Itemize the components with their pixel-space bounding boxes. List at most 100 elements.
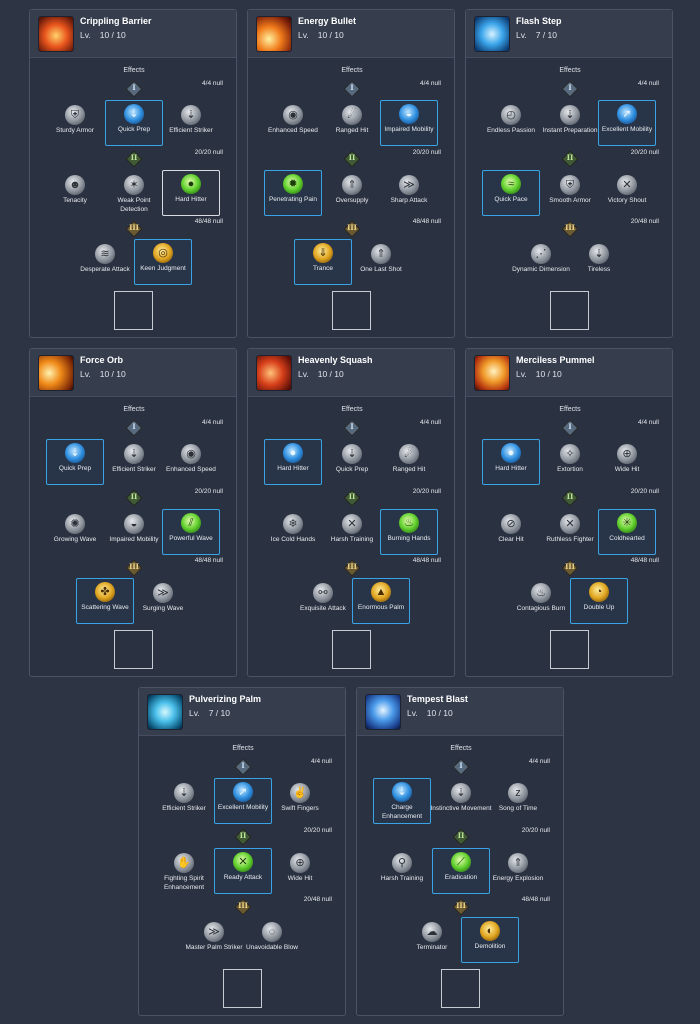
tripod-option[interactable]: ✌Swift Fingers <box>271 779 329 825</box>
double-up-icon: ◔ <box>589 582 609 602</box>
rune-slot[interactable] <box>332 291 371 330</box>
rune-slot[interactable] <box>550 291 589 330</box>
skill-card: Crippling Barrier Lv.10 / 10 Effects I 4… <box>29 9 237 338</box>
tripod-option[interactable]: ☻Tenacity <box>46 171 104 217</box>
tripod-option-selected[interactable]: ✹Penetrating Pain <box>264 170 322 216</box>
tier-2-count: 20/20 null <box>303 827 332 834</box>
skill-name: Crippling Barrier <box>80 16 152 26</box>
tripod-option[interactable]: ⇣Efficient Striker <box>155 779 213 825</box>
tripod-option[interactable]: ⇑One Last Shot <box>352 240 410 286</box>
rune-slot[interactable] <box>114 630 153 669</box>
tripod-option-selected[interactable]: ●Hard Hitter <box>162 170 220 216</box>
skill-header: Energy Bullet Lv.10 / 10 <box>248 10 454 58</box>
tripod-option[interactable]: ⇣Efficient Striker <box>162 101 220 147</box>
skill-card: Tempest Blast Lv.10 / 10 Effects I 4/4 n… <box>356 687 564 1016</box>
tripod-option-selected[interactable]: ▲Enormous Palm <box>352 578 410 624</box>
tripod-option-selected[interactable]: ➚Excellent Mobility <box>214 778 272 824</box>
tripod-option-selected[interactable]: ⇣Quick Prep <box>105 100 163 146</box>
tripod-option[interactable]: ✕Harsh Training <box>323 510 381 556</box>
tripod-option[interactable]: ⛨Smooth Armor <box>541 171 599 217</box>
tripod-option[interactable]: ⇣Tireless <box>570 240 628 286</box>
tripod-option-selected[interactable]: ◒Impaired Mobility <box>380 100 438 146</box>
tripod-option-selected[interactable]: ✤Scattering Wave <box>76 578 134 624</box>
skill-header: Merciless Pummel Lv.10 / 10 <box>466 349 672 397</box>
skill-name: Tempest Blast <box>407 694 468 704</box>
tripod-option-selected[interactable]: ✕Ready Attack <box>214 848 272 894</box>
tripod-option-selected[interactable]: ●Hard Hitter <box>482 439 540 485</box>
tripod-option[interactable]: ≫Sharp Attack <box>380 171 438 217</box>
tripod-option[interactable]: ⛨Sturdy Armor <box>46 101 104 147</box>
tripod-option-selected[interactable]: ⇓Trance <box>294 239 352 285</box>
tripod-option[interactable]: ⚯Exquisite Attack <box>294 579 352 625</box>
tripod-option[interactable]: ⇣Efficient Striker <box>105 440 163 486</box>
tier-3-count: 48/48 null <box>194 557 223 564</box>
tripod-option[interactable]: ◌Unavoidable Blow <box>243 918 301 964</box>
scattering-wave-icon: ✤ <box>95 582 115 602</box>
weak-point-icon: ✶ <box>124 175 144 195</box>
sharp-attack-icon: ≫ <box>399 175 419 195</box>
rune-slot[interactable] <box>223 969 262 1008</box>
rune-slot[interactable] <box>550 630 589 669</box>
tripod-option-selected[interactable]: ≈Quick Pace <box>482 170 540 216</box>
tripod-option[interactable]: ⇣Quick Prep <box>323 440 381 486</box>
tripod-option[interactable]: ✕Victory Shout <box>598 171 656 217</box>
tripod-option[interactable]: ≫Master Palm Striker <box>185 918 243 964</box>
tripod-option-selected[interactable]: ⇣Quick Prep <box>46 439 104 485</box>
tripod-option-selected[interactable]: ✳Coldhearted <box>598 509 656 555</box>
rune-slot[interactable] <box>332 630 371 669</box>
tripod-option[interactable]: ⋰Dynamic Dimension <box>512 240 570 286</box>
tripod-option[interactable]: ⊘Clear Hit <box>482 510 540 556</box>
tier-3-count: 48/48 null <box>630 557 659 564</box>
tripod-option-selected[interactable]: ◎Keen Judgment <box>134 239 192 285</box>
tripod-option[interactable]: ☁Terminator <box>403 918 461 964</box>
rune-slot[interactable] <box>441 969 480 1008</box>
wide-hit-icon: ⊕ <box>290 853 310 873</box>
tripod-option[interactable]: ⇣Instant Preparation <box>541 101 599 147</box>
enhanced-speed-icon: ◉ <box>283 105 303 125</box>
tripod-option-selected[interactable]: ◐Demolition <box>461 917 519 963</box>
coldhearted-icon: ✳ <box>617 513 637 533</box>
effects-label: Effects <box>232 745 254 752</box>
skill-card: Pulverizing Palm Lv.7 / 10 Effects I 4/4… <box>138 687 346 1016</box>
tier-1-count: 4/4 null <box>529 758 550 765</box>
tripod-option[interactable]: ◴Endless Passion <box>482 101 540 147</box>
skill-name: Flash Step <box>516 16 562 26</box>
tripod-option[interactable]: ≫Surging Wave <box>134 579 192 625</box>
tripod-option-selected[interactable]: ⫽Powerful Wave <box>162 509 220 555</box>
tripod-option[interactable]: ⊕Wide Hit <box>271 849 329 895</box>
tripod-option[interactable]: ⇣Instinctive Movement <box>430 779 492 825</box>
tripod-option[interactable]: ♨Contagious Burn <box>512 579 570 625</box>
tripod-option-selected[interactable]: ◔Double Up <box>570 578 628 624</box>
tripod-option-selected[interactable]: ●Hard Hitter <box>264 439 322 485</box>
tripod-option[interactable]: ⇑Energy Explosion <box>489 849 547 895</box>
tripod-option[interactable]: ☄Ranged Hit <box>380 440 438 486</box>
growing-wave-icon: ✺ <box>65 514 85 534</box>
tripod-option[interactable]: ✕Ruthless Fighter <box>541 510 599 556</box>
skill-card: Heavenly Squash Lv.10 / 10 Effects I 4/4… <box>247 348 455 677</box>
tripod-option-selected[interactable]: ⇣Charge Enhancement <box>373 778 431 824</box>
tripod-option[interactable]: ⊕Wide Hit <box>598 440 656 486</box>
tripod-option[interactable]: ◉Enhanced Speed <box>264 101 322 147</box>
tripod-option[interactable]: ✋Fighting Spirit Enhancement <box>155 849 213 895</box>
tripod-option-selected[interactable]: ➚Excellent Mobility <box>598 100 656 146</box>
tempest-blast-skill-icon <box>365 694 401 730</box>
tripod-option[interactable]: ⇑Oversupply <box>323 171 381 217</box>
instinctive-movement-icon: ⇣ <box>451 783 471 803</box>
trance-icon: ⇓ <box>313 243 333 263</box>
tripod-option[interactable]: ◉Enhanced Speed <box>162 440 220 486</box>
tripod-option[interactable]: ✶Weak Point Detection <box>105 171 163 217</box>
tripod-option-selected[interactable]: ♨Burning Hands <box>380 509 438 555</box>
tripod-option[interactable]: ✧Extortion <box>541 440 599 486</box>
tripod-option[interactable]: ◒Impaired Mobility <box>105 510 163 556</box>
tripod-option[interactable]: ⚲Harsh Training <box>373 849 431 895</box>
swift-fingers-icon: ✌ <box>290 783 310 803</box>
tier-1-marker: I <box>561 419 579 437</box>
tripod-option[interactable]: ✺Growing Wave <box>46 510 104 556</box>
tripod-option[interactable]: ☄Ranged Hit <box>323 101 381 147</box>
tripod-option[interactable]: ❄Ice Cold Hands <box>264 510 322 556</box>
tripod-option[interactable]: ≋Desperate Attack <box>76 240 134 286</box>
tier-1-count: 4/4 null <box>420 419 441 426</box>
rune-slot[interactable] <box>114 291 153 330</box>
tripod-option-selected[interactable]: ⟋Eradication <box>432 848 490 894</box>
